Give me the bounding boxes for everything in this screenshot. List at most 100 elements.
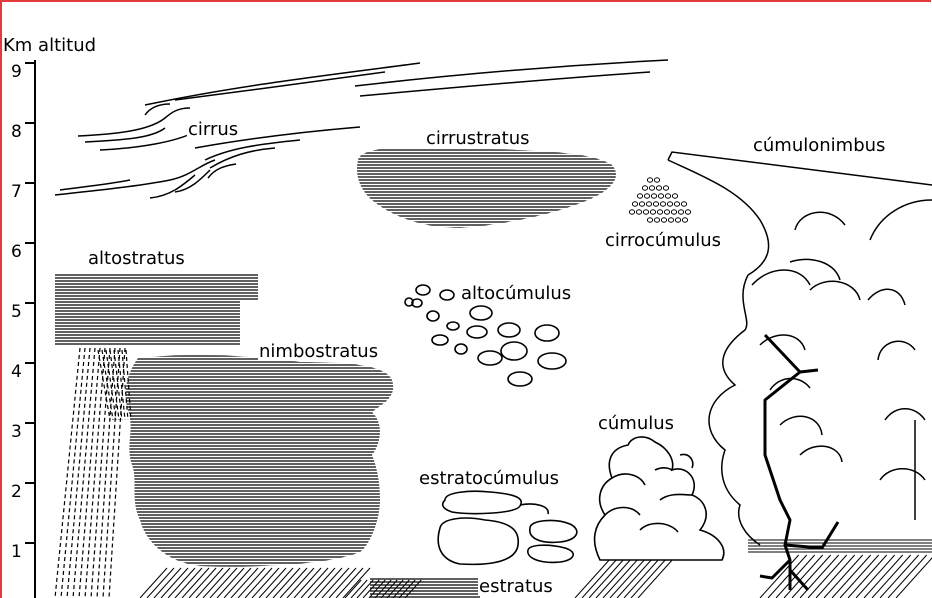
cirrocumulus-puff	[658, 194, 663, 198]
cirrocumulus-puff	[668, 218, 673, 222]
cirrocumulus-puff	[647, 178, 652, 182]
rain-streak	[848, 555, 887, 598]
rain-streak	[624, 560, 658, 598]
altocumulus-puff	[432, 335, 448, 345]
rain-streak	[175, 568, 202, 598]
rain-streak	[617, 560, 651, 598]
altocumulus-puff	[470, 306, 492, 320]
altocumulus-puff	[478, 351, 502, 365]
cirrocumulus-puff	[646, 202, 651, 206]
rain-streak	[161, 568, 188, 598]
altocumulus-puff	[440, 290, 454, 300]
rain-streak	[168, 568, 195, 598]
virga-streak	[114, 350, 122, 420]
cirrocumulus-puff	[654, 178, 659, 182]
rain-streak	[322, 568, 349, 598]
label-cirrustratus: cirrustratus	[425, 130, 531, 148]
cirrocumulus-puff	[681, 202, 686, 206]
axis-tick-label: 8	[11, 124, 22, 141]
virga-streak	[118, 350, 125, 420]
rain-streak	[294, 568, 321, 598]
nimbostratus-rain	[140, 568, 370, 598]
virga-streak	[67, 348, 90, 598]
rain-streak	[266, 568, 293, 598]
cirrocumulus-puff	[651, 194, 656, 198]
altocumulus-puff	[535, 325, 559, 341]
rain-streak	[280, 568, 307, 598]
cirrocumulus-puff	[647, 218, 652, 222]
cirrocumulus-puff	[636, 210, 641, 214]
altocumulus-puff	[447, 322, 459, 330]
cirrocumulus-puff	[656, 186, 661, 190]
rain-streak	[888, 555, 927, 598]
nimbostratus-cloud	[115, 350, 400, 569]
rain-streak	[840, 555, 879, 598]
rain-streak	[217, 568, 244, 598]
estratus-cloud	[370, 579, 480, 597]
rain-streak	[189, 568, 216, 598]
cumulonimbus-cloud	[668, 152, 932, 545]
cirrocumulus-puff	[661, 218, 666, 222]
rain-streak	[603, 560, 637, 598]
cirrocumulus-puff	[644, 194, 649, 198]
cirrocumulus-puff	[632, 202, 637, 206]
rain-streak	[154, 568, 181, 598]
label-cumulus: cúmulus	[597, 415, 675, 433]
cirrocumulus-puff	[671, 210, 676, 214]
rain-streak	[329, 568, 356, 598]
cirrocumulus-puff	[665, 194, 670, 198]
label-cirrocumulus: cirrocúmulus	[604, 232, 722, 250]
altocumulus-puff	[498, 323, 520, 337]
rain-streak	[896, 555, 932, 598]
rain-streak	[776, 555, 815, 598]
rain-streak	[259, 568, 286, 598]
rain-streak	[210, 568, 237, 598]
rain-streak	[140, 568, 167, 598]
cirrocumulus-puff	[643, 210, 648, 214]
altocumulus-puff	[538, 353, 566, 369]
axis-tick-label: 2	[11, 484, 22, 501]
cumulus-rain	[575, 560, 672, 598]
rain-streak	[832, 555, 871, 598]
cirrocumulus-puff	[682, 218, 687, 222]
cirrocumulus-puff	[678, 210, 683, 214]
rain-streak	[182, 568, 209, 598]
altocumulus-puff	[501, 342, 527, 360]
cirrocumulus-puff	[629, 210, 634, 214]
rain-streak	[589, 560, 623, 598]
cirrocumulus-puff	[672, 194, 677, 198]
rain-streak	[343, 568, 370, 598]
rain-streak	[273, 568, 300, 598]
rain-streak	[824, 555, 863, 598]
altostratus-cloud	[55, 275, 258, 344]
rain-streak	[880, 555, 919, 598]
rain-streak	[287, 568, 314, 598]
rain-streak	[816, 555, 855, 598]
rain-streak	[203, 568, 230, 598]
cumulus-cloud	[595, 437, 724, 560]
axis-tick-label: 1	[11, 544, 22, 561]
rain-streak	[238, 568, 265, 598]
cirrocumulus-puff	[654, 218, 659, 222]
altocumulus-puff	[416, 285, 430, 295]
cumulonimbus-rain	[760, 555, 932, 598]
cirrocumulus-puff	[660, 202, 665, 206]
rain-streak	[575, 560, 609, 598]
rain-streak	[638, 560, 672, 598]
axis-tick-label: 6	[11, 244, 22, 261]
cirrocumulus-puff	[653, 202, 658, 206]
label-cumulonimbus: cúmulonimbus	[752, 137, 886, 155]
axis-tick-label: 3	[11, 424, 22, 441]
virga-streak	[61, 348, 85, 598]
cirrustratus-cloud	[350, 150, 630, 228]
label-cirrus: cirrus	[187, 121, 239, 139]
axis-tick-label: 7	[11, 184, 22, 201]
altocumulus-puff	[427, 311, 439, 321]
cirrocumulus-puff	[664, 210, 669, 214]
rain-streak	[252, 568, 279, 598]
cirrocumulus-puff	[642, 186, 647, 190]
axis-title: Km altitud	[2, 37, 97, 55]
cirrocumulus-puff	[674, 202, 679, 206]
cirrocumulus-puff	[637, 194, 642, 198]
rain-streak	[308, 568, 335, 598]
